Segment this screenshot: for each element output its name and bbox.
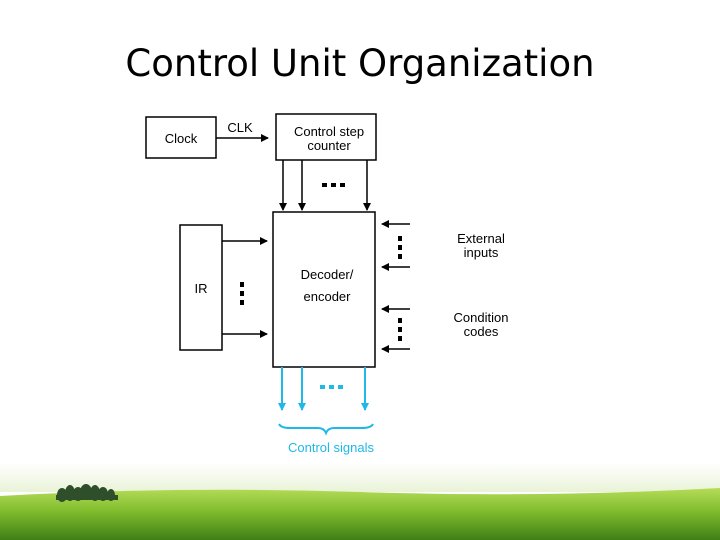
decoder-label-line1: Decoder/ [301, 267, 354, 282]
counter-label-line1: Control step [294, 124, 364, 139]
tree-line-icon [56, 484, 118, 502]
clock-box [145, 116, 217, 159]
clock-label: Clock [165, 131, 198, 146]
control-signals-label: Control signals [288, 440, 374, 455]
condition-codes-label-line2: codes [464, 324, 499, 339]
decoder-label-line2: encoder [304, 289, 352, 304]
counter-label-line2: counter [307, 138, 351, 153]
decoder-encoder-box [272, 211, 376, 368]
clk-label: CLK [227, 120, 253, 135]
external-inputs-label-line1: External [457, 231, 505, 246]
counter-ellipsis [322, 183, 345, 187]
ir-box [179, 224, 223, 351]
control-signals-brace [278, 423, 374, 436]
grass-footer-image [0, 462, 720, 540]
external-inputs-label-line2: inputs [464, 245, 499, 260]
slide-title: Control Unit Organization [125, 42, 595, 85]
control-step-counter-box [275, 113, 377, 161]
ir-label: IR [195, 281, 208, 296]
external-inputs-ellipsis [398, 236, 402, 259]
ir-ellipsis [240, 282, 244, 305]
control-signals-ellipsis [320, 385, 343, 389]
condition-codes-ellipsis [398, 318, 402, 341]
condition-codes-label-line1: Condition [454, 310, 509, 325]
